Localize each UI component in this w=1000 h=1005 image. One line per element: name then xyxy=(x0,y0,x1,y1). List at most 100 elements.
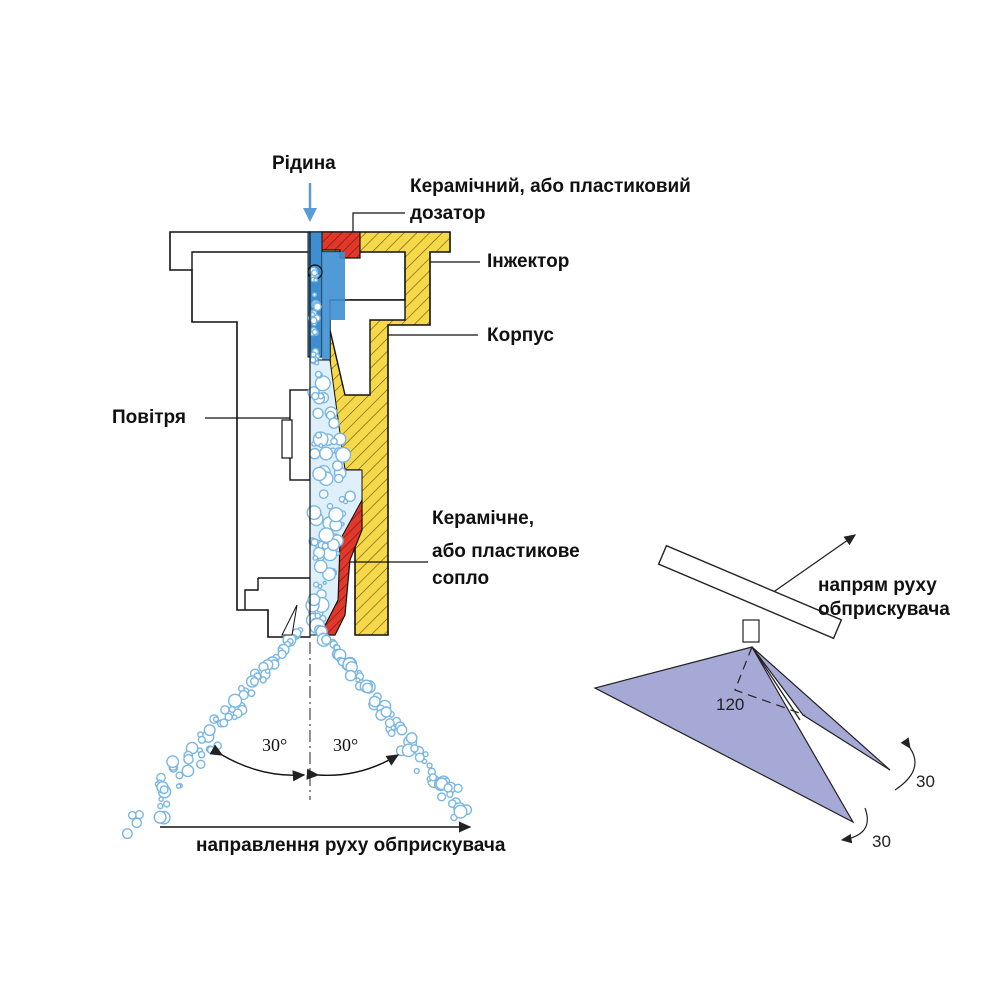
tilt-angle-lower: 30 xyxy=(872,832,891,851)
bubble xyxy=(453,783,463,793)
label-nozzle-line2: або пластикове xyxy=(432,541,580,562)
travel-direction-arrow xyxy=(761,534,857,601)
bubble xyxy=(318,443,324,449)
bubble xyxy=(181,764,195,778)
chamber-bubbles xyxy=(305,266,357,635)
air-inlet xyxy=(289,389,311,481)
angle-right: 30° xyxy=(333,735,359,755)
angle-arc-left xyxy=(209,744,306,782)
bubble xyxy=(310,311,316,318)
label-injector: Інжектор xyxy=(487,251,570,272)
bubble xyxy=(312,466,327,482)
bubble xyxy=(312,407,324,419)
bubble xyxy=(318,489,329,499)
bubble xyxy=(313,277,319,283)
bubble xyxy=(396,724,408,736)
bubble xyxy=(219,718,229,728)
bubble xyxy=(387,729,396,738)
bubble xyxy=(264,668,271,675)
bubble xyxy=(228,705,236,714)
bubble xyxy=(153,810,167,824)
bubble xyxy=(310,538,319,547)
nozzle-outlet-left xyxy=(244,577,310,610)
label-air: Повітря xyxy=(112,407,186,428)
fan-back xyxy=(751,646,891,771)
nozzle-outline-left xyxy=(169,231,310,638)
label-direction-right-line2: обприскувача xyxy=(818,599,950,620)
bubble xyxy=(311,328,319,336)
bubble xyxy=(277,649,287,659)
fan-front xyxy=(593,646,855,824)
bubble xyxy=(203,724,216,737)
bubble xyxy=(328,417,340,430)
fan-dashed-lines xyxy=(734,646,806,716)
bubble xyxy=(309,316,318,325)
bubble xyxy=(224,712,233,722)
bubble xyxy=(314,360,320,366)
bubble xyxy=(414,752,425,763)
bubble xyxy=(306,505,322,521)
bubble xyxy=(121,828,133,840)
nozzle-outline-inner xyxy=(191,251,310,270)
bubble xyxy=(247,689,256,698)
bubble xyxy=(314,612,322,620)
bubble xyxy=(362,682,373,694)
label-liquid: Рідина xyxy=(272,153,336,174)
bubble xyxy=(322,580,327,585)
tilt-arc-upper xyxy=(894,737,916,791)
label-body: Корпус xyxy=(487,325,554,346)
bubble xyxy=(453,804,468,819)
bubble xyxy=(328,507,344,523)
label-doser-line1: Керамічний, або пластиковий xyxy=(410,176,691,197)
tilt-angle-upper: 30 xyxy=(916,772,935,791)
bubble xyxy=(405,732,418,744)
bubble xyxy=(313,559,328,574)
nozzle-mount xyxy=(742,619,760,643)
bubble xyxy=(157,802,164,810)
bubble xyxy=(437,792,447,802)
bubble xyxy=(315,431,323,439)
bubble xyxy=(158,796,164,802)
spray-boom xyxy=(657,544,843,640)
bubble xyxy=(183,754,194,765)
bubble xyxy=(131,817,143,829)
bubble xyxy=(368,695,381,708)
bubble xyxy=(310,351,317,358)
bubble xyxy=(175,771,184,780)
bubble xyxy=(314,370,323,378)
bubble xyxy=(307,593,321,607)
bubble xyxy=(322,567,337,582)
bubble xyxy=(319,446,334,461)
bubble xyxy=(426,762,433,769)
label-nozzle-line3: сопло xyxy=(432,568,490,589)
sprayer-fan-diagram xyxy=(593,534,916,844)
bubble xyxy=(259,676,267,684)
tilt-arc-lower xyxy=(840,807,868,844)
bubble xyxy=(231,714,238,721)
bubble xyxy=(321,542,329,550)
bubble xyxy=(443,783,453,793)
bubble xyxy=(197,750,206,759)
bubble xyxy=(159,785,169,795)
bubble xyxy=(335,446,352,463)
spray-stream-left xyxy=(121,627,304,840)
bubble xyxy=(166,755,180,769)
bubble xyxy=(410,744,419,753)
fan-angle: 120 xyxy=(716,695,745,714)
bubble xyxy=(175,783,182,789)
bubble xyxy=(318,527,335,543)
bubble xyxy=(355,677,361,683)
leader-doser xyxy=(352,212,405,232)
bubble xyxy=(308,447,321,460)
bubble xyxy=(333,473,344,484)
bubble xyxy=(344,490,357,503)
bubble xyxy=(413,767,420,775)
label-direction-left: направлення руху обприскувача xyxy=(196,835,506,856)
label-doser-line2: дозатор xyxy=(410,203,486,224)
bubble xyxy=(311,391,320,401)
bubble xyxy=(127,810,137,820)
label-direction-right-line1: напрям руху xyxy=(818,575,937,596)
bubble xyxy=(197,735,206,744)
